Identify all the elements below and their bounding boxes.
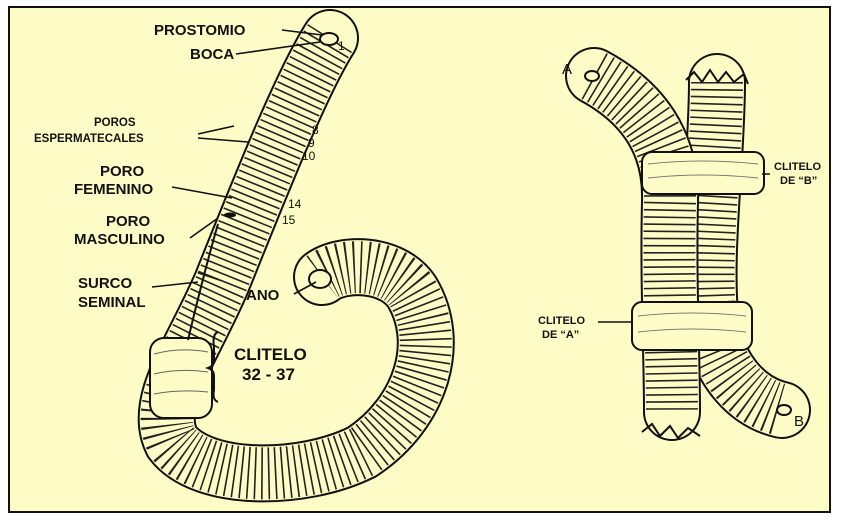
clitellum-b <box>642 152 764 194</box>
segment-number-8: 8 <box>312 123 319 137</box>
label-clitelo-b-line1: CLITELO <box>774 161 821 173</box>
left-worm <box>150 33 426 473</box>
label-poro-femenino-line1: PORO <box>100 163 145 180</box>
label-poro-femenino-line2: FEMENINO <box>74 181 154 198</box>
segment-number-1: 1 <box>338 39 345 53</box>
clitellum-a <box>632 302 752 350</box>
label-prostomio: PROSTOMIO <box>154 22 246 39</box>
label-poro-masculino-line2: MASCULINO <box>74 231 165 248</box>
label-ano: ANO <box>246 287 280 304</box>
label-clitelo-range: 32 - 37 <box>242 365 295 384</box>
worm-a-body <box>594 76 672 412</box>
anus-opening <box>309 270 331 288</box>
segment-number-10: 10 <box>302 149 316 163</box>
earthworm-diagram: PROSTOMIO BOCA POROS ESPERMATECALES PORO… <box>10 8 831 513</box>
label-clitelo-a-line2: DE “A” <box>542 329 579 341</box>
male-pore <box>224 213 236 218</box>
segment-number-9: 9 <box>308 136 315 150</box>
segment-number-14: 14 <box>288 197 302 211</box>
label-worm-a: A <box>562 61 572 78</box>
label-clitelo-a-line1: CLITELO <box>538 315 585 327</box>
segment-number-15: 15 <box>282 213 296 227</box>
label-clitelo-b-line2: DE “B” <box>780 175 817 187</box>
mating-worms <box>585 70 791 438</box>
label-surco-line1: SURCO <box>78 275 133 292</box>
label-poros-line1: POROS <box>94 117 136 129</box>
worm-a-tip <box>585 71 599 81</box>
label-poro-masculino-line1: PORO <box>106 213 151 230</box>
label-clitelo: CLITELO <box>234 345 307 364</box>
diagram-frame: PROSTOMIO BOCA POROS ESPERMATECALES PORO… <box>8 6 831 513</box>
label-surco-line2: SEMINAL <box>78 294 146 311</box>
label-worm-b: B <box>794 413 804 430</box>
label-boca: BOCA <box>190 46 234 63</box>
prostomium <box>320 33 338 45</box>
worm-b-tip <box>777 405 791 415</box>
label-poros-line2: ESPERMATECALES <box>34 133 144 145</box>
